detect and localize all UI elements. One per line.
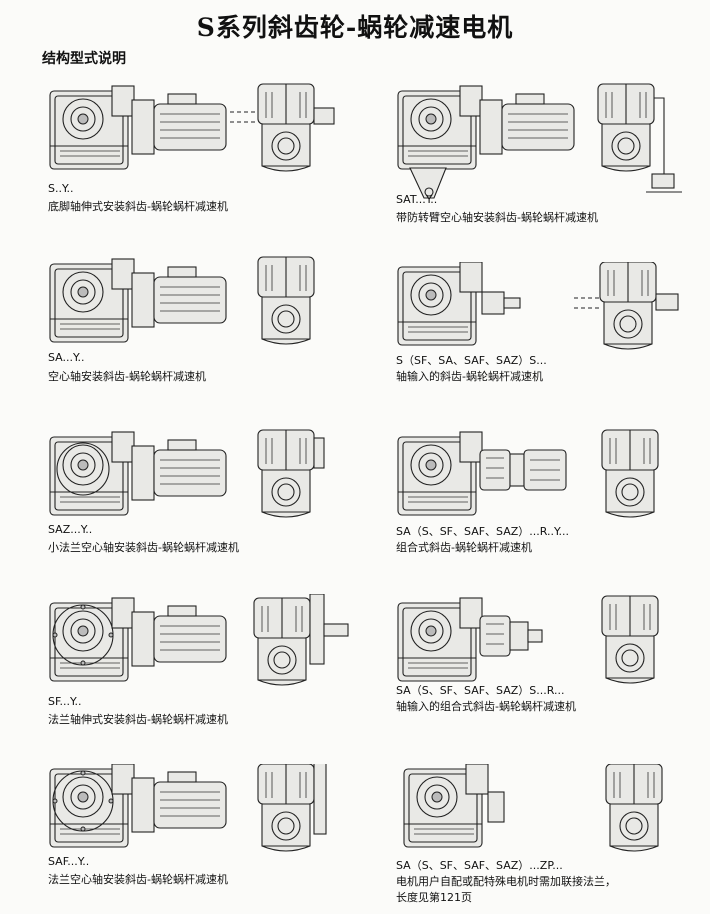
item-saz-y: SAZ...Y.. 小法兰空心轴安装斜齿-蜗轮蜗杆减速机	[48, 428, 378, 578]
drawing-sa-s-r	[397, 595, 659, 684]
item-s-y: S..Y.. 底脚轴伸式安装斜齿-蜗轮蜗杆减速机	[48, 78, 378, 228]
item-description: 底脚轴伸式安装斜齿-蜗轮蜗杆减速机	[48, 200, 228, 213]
item-description: 法兰空心轴安装斜齿-蜗轮蜗杆减速机	[48, 873, 228, 886]
item-code: SA（S、SF、SAF、SAZ）...R..Y...	[396, 525, 570, 538]
item-description: 空心轴安装斜齿-蜗轮蜗杆减速机	[48, 370, 206, 383]
drawing-s-y	[49, 83, 335, 172]
item-description-continued: 长度见第121页	[396, 891, 472, 904]
drawing-sat-y	[397, 83, 682, 199]
item-code: SAF...Y..	[48, 855, 90, 868]
drawing-s-s	[397, 262, 679, 350]
drawing-sa-y	[49, 256, 315, 345]
item-description: 小法兰空心轴安装斜齿-蜗轮蜗杆减速机	[48, 541, 239, 554]
drawing-sa-zp	[403, 764, 663, 852]
item-code: S..Y..	[48, 182, 74, 195]
item-description: 轴输入的组合式斜齿-蜗轮蜗杆减速机	[396, 700, 576, 713]
item-code: SF...Y..	[48, 695, 82, 708]
item-sa-s-r: SA（S、SF、SAF、SAZ）S...R... 轴输入的组合式斜齿-蜗轮蜗杆减…	[396, 594, 710, 744]
page-title: S系列斜齿轮-蜗轮减速电机	[196, 13, 514, 42]
item-sa-r-y: SA（S、SF、SAF、SAZ）...R..Y... 组合式斜齿-蜗轮蜗杆减速机	[396, 428, 710, 578]
item-code: SAT...Y..	[396, 193, 438, 206]
item-code: SA...Y..	[48, 351, 85, 364]
item-description: 电机用户自配或配特殊电机时需加联接法兰，	[396, 875, 616, 888]
item-description: 轴输入的斜齿-蜗轮蜗杆减速机	[396, 370, 543, 383]
drawing-sf-y	[49, 594, 349, 686]
item-sf-y: SF...Y.. 法兰轴伸式安装斜齿-蜗轮蜗杆减速机	[48, 594, 378, 744]
item-code: SA（S、SF、SAF、SAZ）S...R...	[396, 684, 565, 697]
item-sa-zp: SA（S、SF、SAF、SAZ）...ZP... 电机用户自配或配特殊电机时需加…	[396, 764, 710, 914]
item-sa-y: SA...Y.. 空心轴安装斜齿-蜗轮蜗杆减速机	[48, 255, 378, 405]
item-code: SA（S、SF、SAF、SAZ）...ZP...	[396, 859, 563, 872]
item-saf-y: SAF...Y.. 法兰空心轴安装斜齿-蜗轮蜗杆减速机	[48, 764, 378, 914]
item-code: SAZ...Y..	[48, 523, 93, 536]
drawing-saz-y	[49, 429, 325, 518]
item-description: 法兰轴伸式安装斜齿-蜗轮蜗杆减速机	[48, 713, 228, 726]
item-code: S（SF、SA、SAF、SAZ）S...	[396, 354, 547, 367]
section-subtitle: 结构型式说明	[42, 51, 126, 67]
drawing-saf-y	[49, 764, 327, 852]
item-description: 带防转臂空心轴安装斜齿-蜗轮蜗杆减速机	[396, 211, 598, 224]
item-description: 组合式斜齿-蜗轮蜗杆减速机	[396, 541, 532, 554]
item-s-s: S（SF、SA、SAF、SAZ）S... 轴输入的斜齿-蜗轮蜗杆减速机	[396, 262, 710, 412]
item-sat-y: SAT...Y.. 带防转臂空心轴安装斜齿-蜗轮蜗杆减速机	[396, 78, 710, 228]
drawing-sa-r-y	[397, 429, 659, 518]
